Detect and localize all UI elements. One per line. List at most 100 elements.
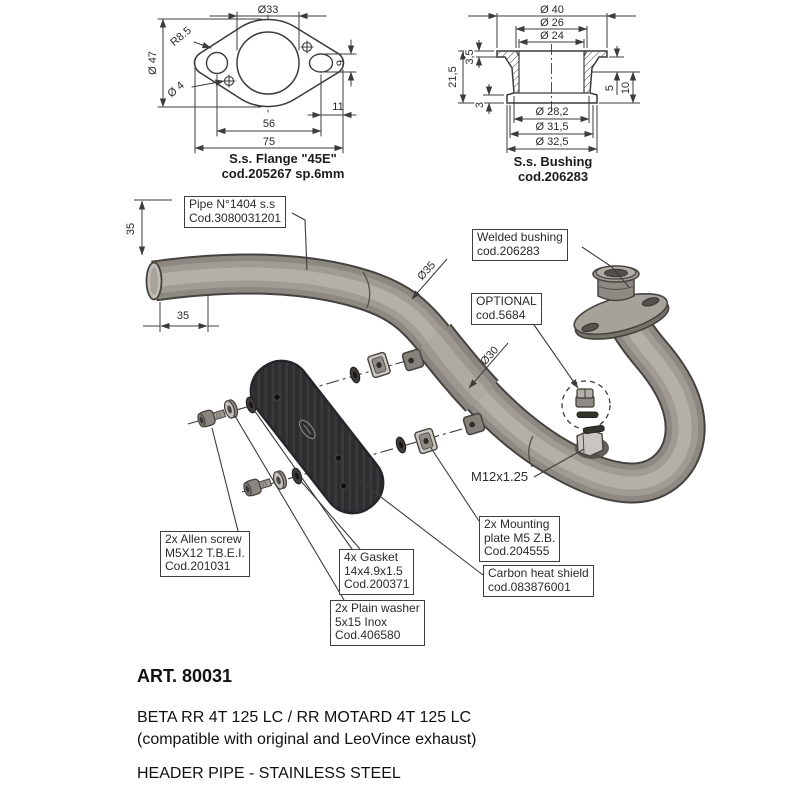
flange-dim-r85: R8.5 <box>168 25 194 49</box>
bushing-wall-right <box>584 51 607 93</box>
article-number: ART. 80031 <box>137 666 233 686</box>
callout-mounting-plate: 2x Mounting plate M5 Z.B. Cod.204555 <box>479 516 561 562</box>
callout-allen-line2: M5X12 T.B.E.I. <box>165 545 245 560</box>
flange-caption-line2: cod.205267 sp.6mm <box>221 165 345 181</box>
callout-optional: OPTIONAL cod.5684 <box>471 293 542 325</box>
gasket <box>395 436 407 454</box>
flange-right-slot <box>308 53 334 73</box>
callout-allen-line1: 2x Allen screw <box>165 532 242 546</box>
model-line: BETA RR 4T 125 LC / RR MOTARD 4T 125 LC <box>137 709 472 726</box>
callout-heat-shield-line2: cod.083876001 <box>488 579 571 594</box>
flange-dim-d33: Ø33 <box>258 4 279 16</box>
optional-nut <box>575 388 595 408</box>
shield-hole <box>334 454 343 462</box>
bushing-dim-3: 3 <box>474 102 486 108</box>
flange-dim-56: 56 <box>263 118 275 130</box>
callout-gasket-line2: 14x4.9x1.5 <box>344 563 403 578</box>
product-line: HEADER PIPE - STAINLESS STEEL <box>137 765 401 782</box>
pipe-flange <box>573 293 670 340</box>
flange-bore <box>236 31 300 95</box>
assembly-view: 35 35 Ø35 Ø30 <box>125 199 706 601</box>
flange-dim-9: 9 <box>335 60 347 66</box>
callout-optional-line2: cod.5684 <box>476 307 526 322</box>
callout-washer-line2: 5x15 Inox <box>335 614 388 629</box>
callout-mounting-line3: Cod.204555 <box>484 544 550 558</box>
carbon-heat-shield <box>249 359 385 515</box>
bushing-dim-d315: Ø 31,5 <box>535 121 568 133</box>
gasket <box>349 366 361 384</box>
allen-screw <box>243 478 273 497</box>
callout-gasket-line3: Cod.200371 <box>344 577 410 591</box>
optional-washer <box>582 424 605 435</box>
flange-dim-d47: Ø 47 <box>147 51 159 75</box>
callout-pipe-line1: Pipe N°1404 s.s <box>189 197 276 211</box>
callout-mounting-line1: 2x Mounting <box>484 517 550 531</box>
gasket <box>245 396 257 414</box>
shield-hole <box>273 393 281 401</box>
bushing-dim-35: 3,5 <box>464 49 476 64</box>
callout-pipe: Pipe N°1404 s.s Cod.3080031201 <box>184 196 287 228</box>
callout-gasket-line1: 4x Gasket <box>344 550 399 564</box>
mounting-plate <box>414 427 438 455</box>
bushing-dim-d24: Ø 24 <box>540 30 564 42</box>
bushing-dim-d325: Ø 32,5 <box>535 136 568 148</box>
plain-washer <box>272 470 288 490</box>
callout-plain-washer: 2x Plain washer 5x15 Inox Cod.406580 <box>330 600 425 646</box>
bushing-dim-5: 5 <box>604 85 616 91</box>
welded-bushing-part <box>592 265 640 302</box>
shield-hole <box>340 482 348 490</box>
bushing-caption-line1: S.s. Bushing <box>513 154 593 169</box>
bushing-dim-d40: Ø 40 <box>540 4 564 16</box>
bushing-caption: S.s. Bushing cod.206283 <box>513 154 593 184</box>
bushing-caption-line2: cod.206283 <box>517 168 589 184</box>
compatibility-line: (compatible with original and LeoVince e… <box>137 731 477 748</box>
leader-lines <box>211 212 630 601</box>
callout-allen-line3: Cod.201031 <box>165 559 231 573</box>
callout-pipe-line2: Cod.3080031201 <box>189 210 282 225</box>
pipe-dimensions <box>134 199 509 389</box>
callout-welded-bushing-line1: Welded bushing <box>477 230 563 244</box>
bushing-dim-d26: Ø 26 <box>540 17 564 29</box>
flange-dim-11: 11 <box>332 101 343 113</box>
m12-bung <box>575 429 609 459</box>
flange-caption: S.s. Flange "45E" cod.205267 sp.6mm <box>221 151 345 181</box>
pipe-dim-35h: 35 <box>177 310 189 322</box>
bushing-outline <box>496 50 608 104</box>
plain-washer <box>223 399 239 419</box>
gasket <box>291 467 303 485</box>
header-pipe <box>145 253 706 504</box>
flange-left-hole <box>205 51 229 75</box>
bushing-dim-10: 10 <box>620 82 632 94</box>
callout-mounting-line2: plate M5 Z.B. <box>484 530 556 545</box>
optional-kit <box>561 380 611 435</box>
allen-screw <box>197 409 227 428</box>
callout-optional-line1: OPTIONAL <box>476 294 537 308</box>
flange-drawing: Ø33 Ø 47 R8.5 Ø 4 9 11 56 75 <box>147 4 357 154</box>
weld-ring <box>528 435 534 468</box>
callout-heat-shield-line1: Carbon heat shield <box>488 566 589 580</box>
callout-heat-shield: Carbon heat shield cod.083876001 <box>483 565 594 597</box>
pipe-dim-d35: Ø35 <box>415 259 438 282</box>
callout-allen-screw: 2x Allen screw M5X12 T.B.E.I. Cod.201031 <box>160 531 250 577</box>
mounting-plate <box>367 351 391 379</box>
flange-dim-75: 75 <box>263 136 275 148</box>
label-m12: M12x1.25 <box>471 469 529 484</box>
flange-caption-line1: S.s. Flange "45E" <box>229 151 337 166</box>
callout-washer-line1: 2x Plain washer <box>335 601 420 615</box>
callout-washer-line3: Cod.406580 <box>335 628 401 642</box>
pipe-dim-35v: 35 <box>125 223 137 235</box>
shield-logo <box>298 419 316 440</box>
bushing-dim-215: 21,5 <box>447 66 459 87</box>
bushing-bore-lines <box>514 50 589 94</box>
callout-welded-bushing-line2: cod.206283 <box>477 243 540 258</box>
bushing-drawing: Ø 40 Ø 26 Ø 24 21,5 3,5 3 5 10 Ø 28,2 Ø … <box>447 4 640 153</box>
flange-dim-d4: Ø 4 <box>165 79 186 100</box>
optional-washer <box>576 411 599 418</box>
pipe-end-bore <box>150 267 158 295</box>
weld-ring <box>362 271 371 309</box>
callout-welded-bushing: Welded bushing cod.206283 <box>472 229 568 261</box>
pipe-bracket <box>462 412 486 436</box>
bushing-dim-d282: Ø 28,2 <box>535 106 568 118</box>
